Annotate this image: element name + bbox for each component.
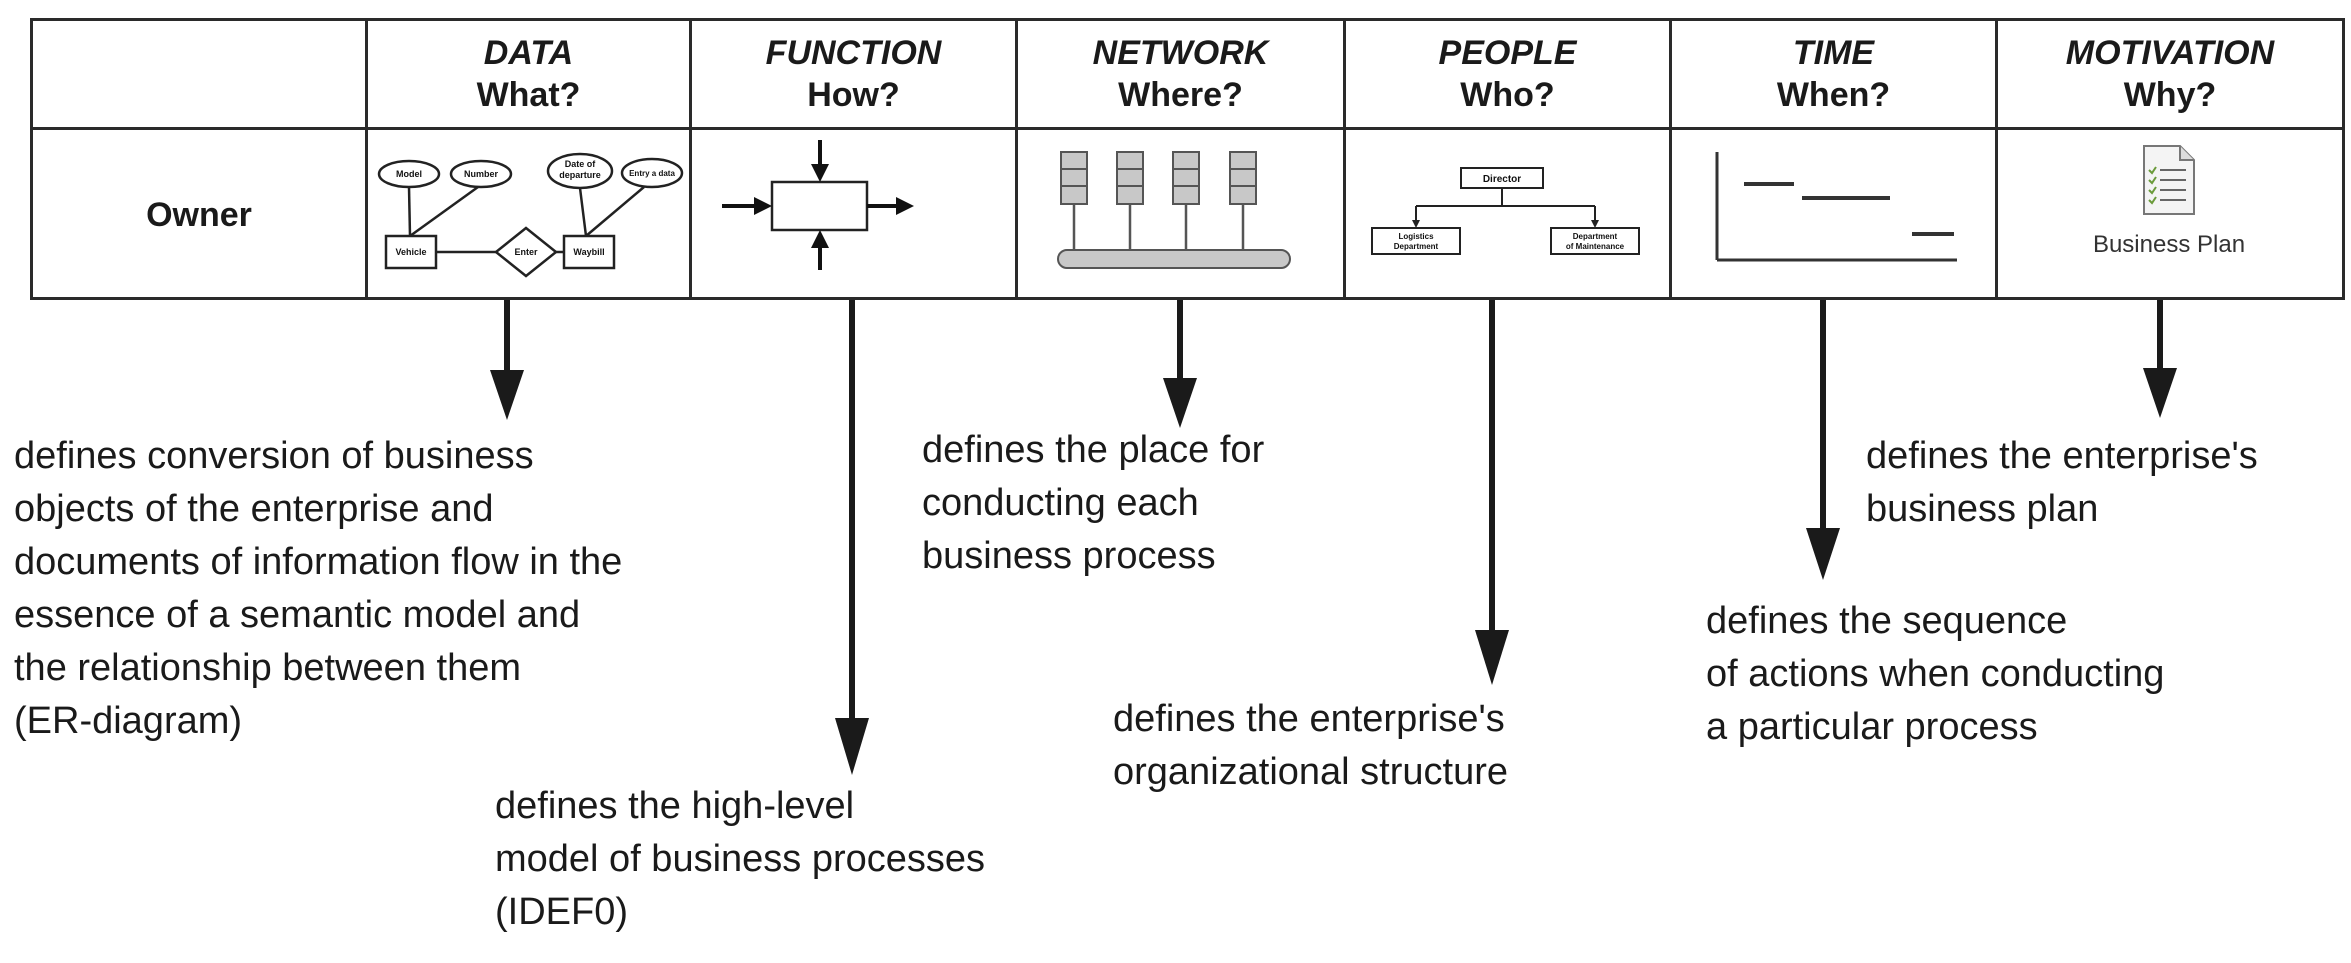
er-diagram: Model Number Date of departure Entry a d… [368, 130, 689, 300]
column-divider [1015, 21, 1018, 297]
control-arrow [811, 164, 829, 182]
description-function: defines the high-level model of business… [495, 785, 986, 933]
org-label: of Maintenance [1566, 242, 1625, 251]
arrow-to-network-desc [1163, 378, 1197, 428]
idef0-diagram [692, 130, 1015, 300]
row-label-owner: Owner [146, 195, 252, 234]
header-network: NETWORK Where? [1018, 21, 1343, 127]
header-question: When? [1776, 76, 1891, 114]
entity-box [384, 234, 438, 270]
description-people: defines the enterprise's organizational … [1113, 698, 1508, 793]
arrow-to-people-desc [1475, 630, 1509, 685]
description-time: defines the sequence of actions when con… [1706, 600, 2165, 748]
header-category: NETWORK [1092, 34, 1269, 72]
er-label: Date of [565, 159, 597, 169]
entity-box [562, 234, 616, 270]
header-people: PEOPLE Who? [1346, 21, 1669, 127]
er-label: Number [464, 169, 499, 179]
business-plan-caption: Business Plan [2093, 231, 2245, 258]
org-chart: Director Logistics Department Department… [1346, 130, 1669, 300]
header-motivation: MOTIVATION Why? [1998, 21, 2342, 127]
network-bus [1057, 249, 1291, 269]
er-label: Model [396, 169, 422, 179]
attribute-ellipse [620, 157, 684, 189]
network-diagram [1018, 130, 1343, 300]
er-label: Vehicle [395, 247, 426, 257]
header-question: What? [476, 76, 581, 114]
header-category: PEOPLE [1438, 34, 1577, 72]
arrow-to-motivation-desc [2143, 368, 2177, 418]
business-plan: Business Plan [1998, 130, 2342, 300]
header-question: How? [807, 76, 900, 114]
document-icon [2143, 145, 2195, 215]
arrow-to-data-desc [490, 370, 524, 420]
header-category: DATA [483, 34, 574, 72]
output-arrow [896, 197, 914, 215]
input-arrow [754, 197, 772, 215]
timeline-chart [1672, 130, 1995, 300]
org-label: Department [1394, 242, 1439, 251]
description-data: defines conversion of business objects o… [14, 435, 623, 742]
org-label: Department [1573, 232, 1618, 241]
zachman-table: DATA What? FUNCTION How? NETWORK Where? … [30, 18, 2345, 300]
er-label: Enter [514, 247, 538, 257]
header-category: FUNCTION [765, 34, 942, 72]
header-category: MOTIVATION [2065, 34, 2275, 72]
mechanism-arrow [811, 230, 829, 248]
column-divider [1995, 21, 1998, 297]
arrow-to-time-desc [1806, 528, 1840, 580]
column-divider [1669, 21, 1672, 297]
header-data: DATA What? [368, 21, 689, 127]
org-box-logistics [1371, 227, 1461, 255]
description-network: defines the place for conducting each bu… [922, 429, 1265, 577]
er-label: Entry a data [629, 169, 675, 178]
server-icon [1116, 151, 1144, 205]
column-divider [365, 21, 368, 297]
org-label: Director [1483, 174, 1521, 185]
header-category: TIME [1792, 34, 1875, 72]
org-label: Logistics [1398, 232, 1434, 241]
header-question: Why? [2123, 76, 2217, 114]
arrow-to-function-desc [835, 718, 869, 775]
column-divider [689, 21, 692, 297]
attribute-ellipse [449, 159, 513, 189]
server-icon [1229, 151, 1257, 205]
server-icon [1172, 151, 1200, 205]
org-box-maintenance [1550, 227, 1640, 255]
header-question: Who? [1460, 76, 1555, 114]
column-divider [1343, 21, 1346, 297]
er-label: departure [559, 170, 601, 180]
er-label: Waybill [573, 247, 604, 257]
header-time: TIME When? [1672, 21, 1995, 127]
server-icon [1060, 151, 1088, 205]
header-function: FUNCTION How? [692, 21, 1015, 127]
header-question: Where? [1118, 76, 1243, 114]
relationship-diamond [493, 226, 559, 278]
row-divider [33, 127, 2342, 130]
description-motivation: defines the enterprise's business plan [1866, 435, 2258, 530]
